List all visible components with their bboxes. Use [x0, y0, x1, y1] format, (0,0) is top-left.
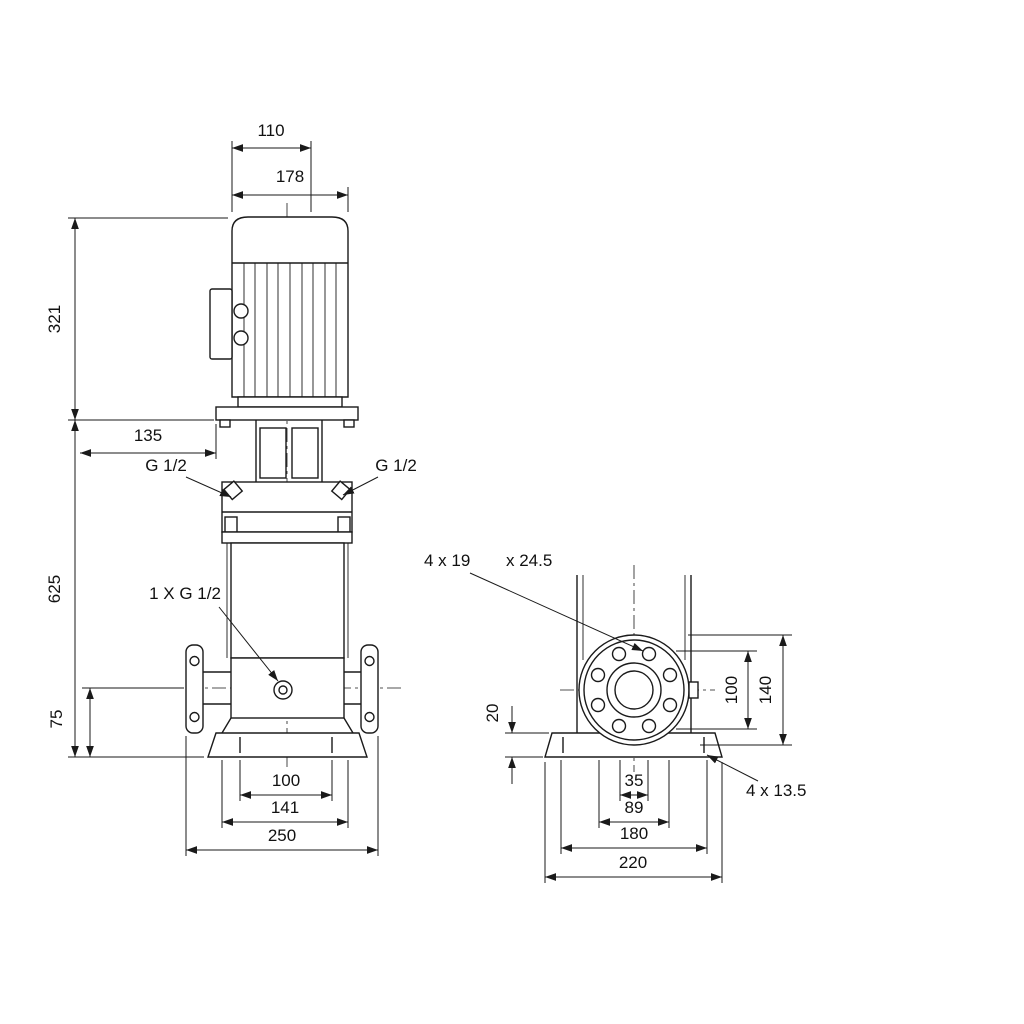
port-left-label: G 1/2 [145, 456, 187, 475]
dim-625-label: 625 [45, 575, 64, 603]
dim-180: 180 [560, 760, 708, 854]
dim-100-front-label: 100 [272, 771, 300, 790]
coupling-guard-left [259, 427, 287, 479]
drain-label-group: 1 X G 1/2 [149, 584, 279, 682]
dim-89: 89 [598, 760, 670, 828]
dim-100-front: 100 [239, 760, 333, 801]
port-right-label: G 1/2 [375, 456, 417, 475]
port-label-right: G 1/2 [342, 456, 417, 496]
side-flange [578, 634, 699, 746]
dim-110: 110 [231, 121, 312, 212]
flange-holes-label: 4 x 19 [424, 551, 470, 570]
stack-flange [221, 531, 353, 544]
sleeve [230, 542, 345, 659]
dim-100-side-label: 100 [722, 676, 741, 704]
flange-bore [614, 670, 654, 710]
dim-89-label: 89 [625, 798, 644, 817]
motor-foot [237, 396, 343, 408]
dim-140-label: 140 [756, 676, 775, 704]
dim-110-label: 110 [257, 121, 284, 140]
dim-220-label: 220 [619, 853, 647, 872]
dim-178-label: 178 [276, 167, 304, 186]
dim-180-label: 180 [620, 824, 648, 843]
dim-135: 135 [80, 424, 217, 459]
motor [209, 216, 359, 428]
coupling-lantern [255, 420, 323, 482]
dim-321: 321 [45, 217, 228, 421]
dim-141-label: 141 [271, 798, 299, 817]
dim-140: 140 [688, 634, 792, 746]
dim-178: 178 [232, 167, 349, 212]
dim-75: 75 [47, 687, 184, 757]
dim-35-label: 35 [625, 771, 644, 790]
side-view: 4 x 19 x 24.5 20 100 140 [424, 551, 807, 883]
side-dimensions: 4 x 19 x 24.5 20 100 140 [424, 551, 807, 883]
coupling-guard-right [291, 427, 319, 479]
dim-75-label: 75 [47, 710, 66, 729]
dim-135-label: 135 [134, 426, 162, 445]
terminal-gland-bottom [233, 330, 249, 346]
dim-20: 20 [483, 704, 549, 784]
staybolt-nut-right [337, 516, 351, 533]
staybolt-nut-left [224, 516, 238, 533]
dim-250-label: 250 [268, 826, 296, 845]
dim-321-label: 321 [45, 305, 64, 333]
flange-outer [578, 634, 690, 746]
base [207, 717, 368, 758]
dim-250: 250 [185, 736, 379, 856]
dim-20-label: 20 [483, 704, 502, 723]
front-dimensions: 110 178 321 625 135 [45, 121, 417, 856]
flange-tab [688, 681, 699, 699]
side-column [576, 575, 692, 733]
flange-holes-label-group: 4 x 19 x 24.5 [424, 551, 644, 652]
front-view: 110 178 321 625 135 [45, 121, 417, 856]
port-flanges [185, 644, 379, 734]
base-holes-label: 4 x 13.5 [746, 781, 807, 800]
dim-141: 141 [221, 760, 349, 828]
port-label-left: G 1/2 [145, 456, 232, 498]
discharge-flange [360, 644, 379, 734]
dim-220: 220 [544, 762, 723, 883]
chamber-stack [221, 531, 353, 719]
suction-flange [185, 644, 204, 734]
drain-label: 1 X G 1/2 [149, 584, 221, 603]
dim-625: 625 [45, 420, 204, 758]
base-holes-label-group: 4 x 13.5 [706, 754, 807, 800]
drain-plug [273, 680, 293, 700]
pump-head [221, 480, 353, 533]
dim-35: 35 [619, 760, 649, 801]
terminal-box [209, 288, 233, 360]
flange-counterbore-label: x 24.5 [506, 551, 552, 570]
dim-100-side: 100 [676, 650, 757, 730]
motor-flange [215, 406, 359, 421]
terminal-gland-top [233, 303, 249, 319]
